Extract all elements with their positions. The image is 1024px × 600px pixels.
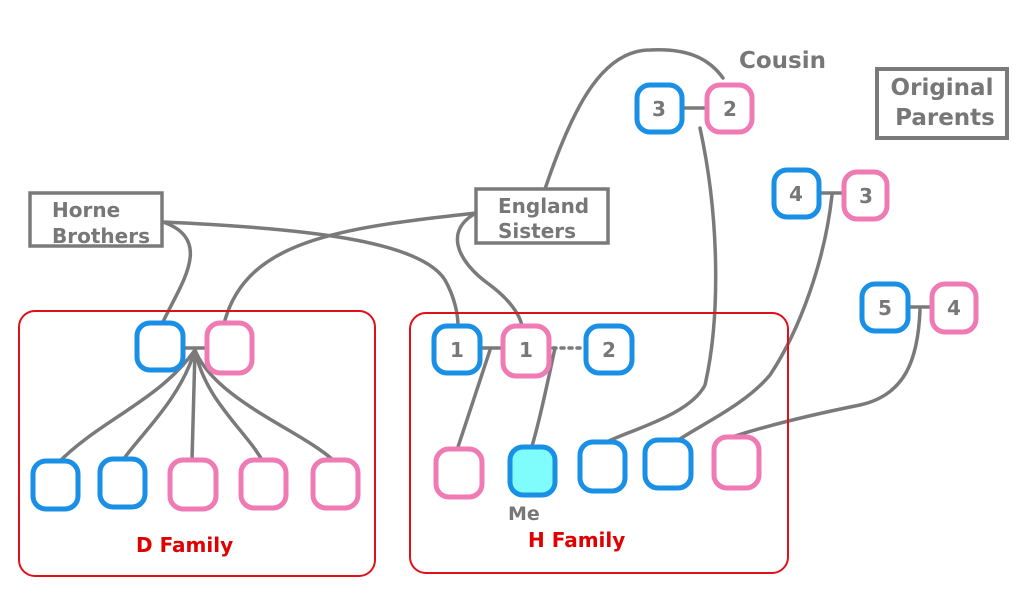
h-father-number: 1 (450, 338, 464, 362)
h-family-box (409, 312, 789, 574)
connector-england-cousin-mother (543, 48, 725, 191)
parents4-father-number: 4 (789, 182, 803, 206)
me-label: Me (508, 503, 540, 525)
parents4-mother-number: 3 (859, 184, 873, 208)
connector-horne-h-father (161, 220, 460, 328)
person-cousin-father (634, 82, 685, 135)
h-second-spouse-number: 2 (602, 338, 616, 362)
cousin-father-number: 3 (652, 97, 666, 121)
person-h-sister (433, 446, 485, 500)
person-h-mother (500, 323, 552, 379)
connector-parents5-child (733, 308, 922, 438)
connectors (56, 48, 933, 465)
person-h-second-spouse (583, 323, 635, 376)
d-family-box (18, 310, 376, 577)
original-parents-box (875, 67, 1009, 140)
d-family-label: D Family (136, 533, 233, 557)
person-d-father (134, 320, 186, 373)
connector-cousin-parents-child (605, 126, 718, 444)
connector-h-second-marriage-me (530, 346, 557, 448)
horne-brothers-label-line1: Horne (52, 198, 120, 222)
person-parents4-child (642, 437, 694, 491)
person-d-child-4 (238, 457, 289, 511)
person-d-mother (204, 320, 255, 376)
h-family-label: H Family (528, 528, 625, 552)
england-sisters-box (474, 187, 610, 245)
person-cousin-child (577, 439, 628, 494)
person-parents4-mother (841, 169, 890, 222)
connector-d-children-2 (121, 348, 197, 462)
person-h-father (431, 323, 483, 376)
connector-d-children-5 (193, 348, 335, 462)
cousin-label: Cousin (739, 48, 826, 74)
connector-d-children-4 (193, 348, 264, 462)
england-sisters-label-line2: Sisters (498, 219, 576, 243)
original-parents-label-line1: Original (891, 75, 994, 101)
parents5-father-number: 5 (878, 296, 892, 320)
original-parents-label-line2: Parents (895, 105, 995, 131)
person-me (507, 444, 558, 498)
horne-brothers-box (28, 191, 164, 248)
connector-parents4-child (675, 193, 834, 443)
person-d-child-2 (97, 456, 148, 510)
connector-horne-d-father (161, 220, 193, 324)
cousin-mother-number: 2 (723, 97, 737, 121)
person-parents5-child (711, 434, 762, 491)
person-parents4-father (771, 167, 822, 220)
england-sisters-label-line1: England (498, 194, 589, 218)
person-d-child-3 (167, 457, 219, 512)
connector-d-children-3 (190, 348, 197, 462)
person-d-child-5 (310, 457, 361, 511)
parents5-mother-number: 4 (947, 296, 961, 320)
person-parents5-father (859, 281, 911, 334)
person-d-child-1 (30, 458, 81, 512)
person-cousin-mother (704, 82, 755, 135)
horne-brothers-label-line2: Brothers (52, 224, 150, 248)
connector-england-d-mother (223, 211, 478, 322)
h-mother-number: 1 (519, 338, 533, 362)
person-parents5-mother (929, 281, 979, 335)
connector-h-parents-sister (455, 348, 492, 452)
